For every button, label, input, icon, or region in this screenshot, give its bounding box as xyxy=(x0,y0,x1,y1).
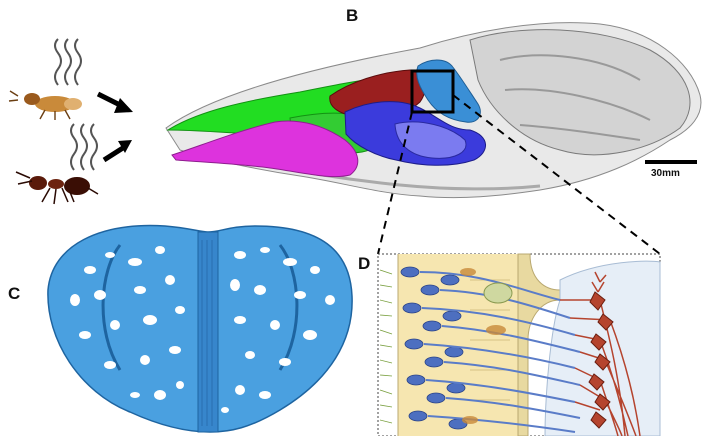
zoom-line-left xyxy=(377,111,413,255)
panel-label-c: C xyxy=(8,284,21,303)
panel-label-d: D xyxy=(358,254,371,273)
olfactory-sensory-neurons xyxy=(400,266,468,430)
turbinate-magenta xyxy=(171,120,359,178)
cribriform-foramina xyxy=(70,246,335,413)
zoom-line-right xyxy=(452,94,661,255)
panel-label-b: B xyxy=(346,6,359,25)
sustentacular-cells xyxy=(460,268,506,424)
scale-bar-label: 30mm xyxy=(651,168,680,179)
turbinate-blue-inner xyxy=(394,121,467,159)
mitral-cell-dendrites xyxy=(560,299,641,436)
odor-lines-top xyxy=(54,38,82,86)
termite-insect xyxy=(8,90,82,120)
cribriform-plate-render xyxy=(47,224,353,433)
odor-lines-bottom xyxy=(70,123,98,171)
zoom-box xyxy=(410,69,455,114)
arrow-bottom-head xyxy=(118,140,132,153)
ant-insect xyxy=(15,171,99,205)
glomerulus xyxy=(483,282,513,304)
mitral-cells xyxy=(588,271,614,429)
cribriform-plate-region xyxy=(416,59,481,123)
cilia xyxy=(379,269,393,424)
arrow-top-head xyxy=(114,98,133,113)
